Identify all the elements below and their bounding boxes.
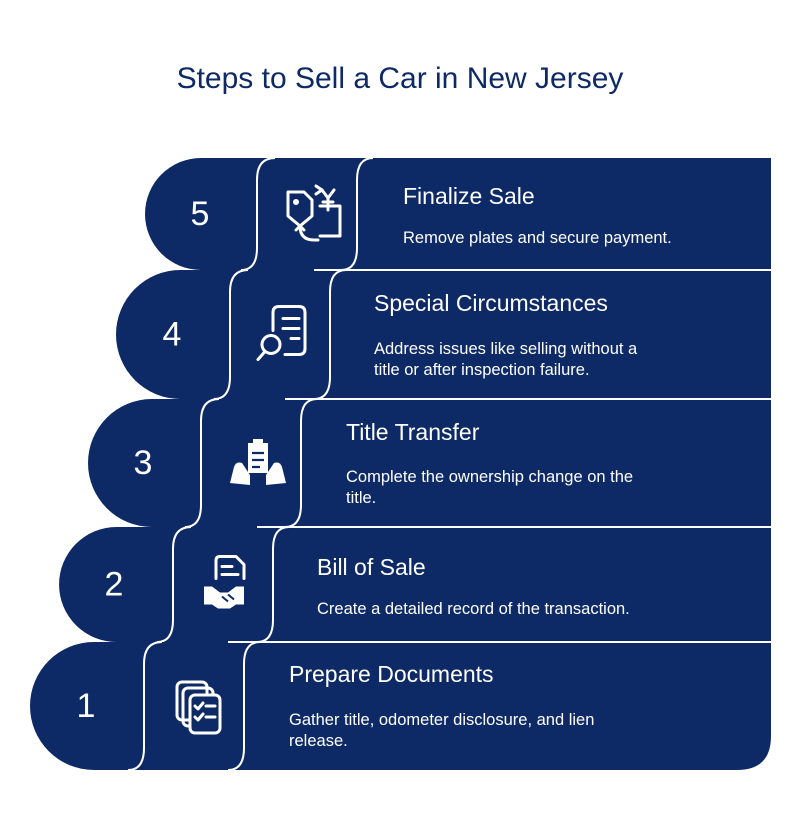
- step-number: 1: [77, 687, 96, 725]
- step-number: 2: [105, 566, 124, 604]
- step-title: Title Transfer: [346, 419, 480, 445]
- step-title: Finalize Sale: [403, 183, 535, 209]
- step-title: Bill of Sale: [317, 554, 426, 580]
- diagram-title: Steps to Sell a Car in New Jersey: [176, 62, 624, 95]
- step-separator: [127, 641, 163, 771]
- step-separator: [256, 526, 290, 643]
- step-separator: [184, 398, 220, 528]
- step-separator: [227, 641, 261, 771]
- document-hands-icon: [230, 439, 286, 485]
- step-number: 3: [134, 444, 153, 482]
- step-band: [30, 642, 771, 770]
- step-description: Remove plates and secure payment.: [403, 229, 672, 247]
- step-description: title or after inspection failure.: [374, 361, 590, 379]
- step-title: Special Circumstances: [374, 290, 608, 316]
- step-description: Complete the ownership change on the: [346, 468, 633, 486]
- step-band: [115, 270, 771, 399]
- step-separator: [240, 157, 276, 271]
- step-title: Prepare Documents: [289, 661, 494, 687]
- step-band: [88, 399, 771, 527]
- payment-exchange-icon: [286, 184, 342, 242]
- step-number: 5: [191, 195, 210, 233]
- step-description: title.: [346, 489, 376, 507]
- step-separator: [156, 526, 192, 643]
- step-separator: [340, 157, 374, 271]
- step-separator: [284, 398, 318, 528]
- step-description: Address issues like selling without a: [374, 340, 638, 358]
- step-band: [59, 527, 771, 642]
- step-number: 4: [163, 316, 182, 354]
- step-description: Create a detailed record of the transact…: [317, 600, 630, 618]
- checklist-stack-icon: [175, 680, 222, 735]
- document-handshake-icon: [204, 555, 246, 609]
- step-separator: [213, 269, 249, 400]
- step-description: release.: [289, 732, 348, 750]
- step-separator: [313, 269, 347, 400]
- document-search-icon: [256, 305, 307, 361]
- step-description: Gather title, odometer disclosure, and l…: [289, 711, 594, 729]
- step-band: [145, 158, 771, 270]
